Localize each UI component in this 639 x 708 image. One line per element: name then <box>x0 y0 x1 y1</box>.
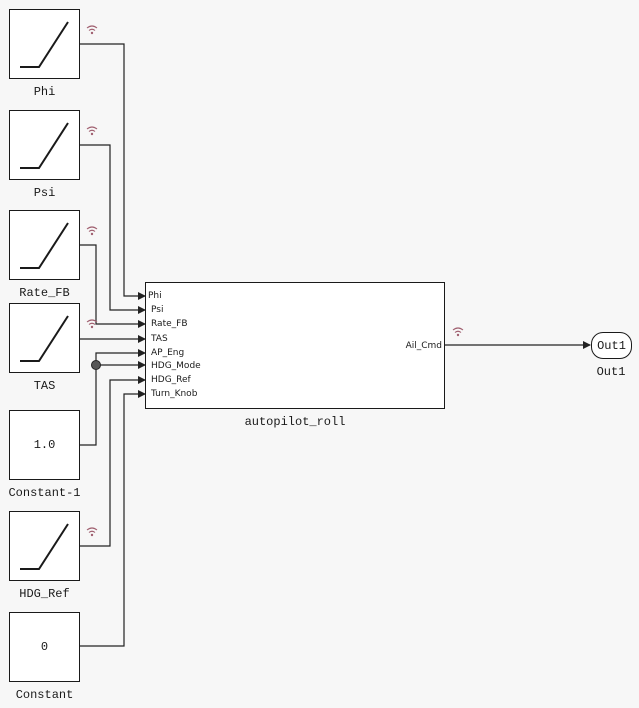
subsystem-input-port: Turn_Knob <box>151 389 198 399</box>
subsystem-input-port: Rate_FB <box>151 319 188 329</box>
wire-phi[interactable] <box>80 43 146 300</box>
wifi-icon[interactable] <box>85 226 99 236</box>
subsystem-input-port: AP_Eng <box>151 348 185 358</box>
subsystem-input-port: Phi <box>148 291 162 301</box>
wifi-icon[interactable] <box>85 527 99 537</box>
constant-value: 0 <box>40 640 49 654</box>
wifi-icon[interactable] <box>85 25 99 35</box>
constant-value: 1.0 <box>33 438 56 452</box>
ramp-icon <box>20 523 69 570</box>
ramp-block-psi[interactable] <box>9 110 80 180</box>
outport-name: Out1 <box>596 365 626 379</box>
block-name-rate-fb: Rate_FB <box>19 286 70 300</box>
block-name-psi: Psi <box>33 186 56 200</box>
block-name-tas: TAS <box>33 379 56 393</box>
wire-constant-1[interactable] <box>80 349 146 446</box>
block-name-constant: Constant <box>15 688 74 702</box>
outport-block[interactable]: Out1 <box>591 332 632 359</box>
wire-constant[interactable] <box>80 390 146 647</box>
ramp-block-hdg-ref[interactable] <box>9 511 80 581</box>
wire-psi[interactable] <box>80 144 146 314</box>
wire-hdg-ref[interactable] <box>80 376 146 547</box>
block-name-constant-1: Constant-1 <box>8 486 81 500</box>
subsystem-input-port: Psi <box>151 305 164 315</box>
ramp-icon <box>20 315 69 362</box>
constant-block-constant-1[interactable]: 1.0 <box>9 410 80 480</box>
subsystem-input-port: HDG_Mode <box>151 361 201 371</box>
subsystem-block[interactable]: Phi Psi Rate_FB TAS AP_Eng HDG_Mode HDG_… <box>145 282 445 409</box>
block-name-hdg-ref: HDG_Ref <box>19 587 70 601</box>
ramp-icon <box>20 21 69 68</box>
block-name-phi: Phi <box>33 85 56 99</box>
signal-log-icon[interactable] <box>451 327 465 337</box>
wifi-icon[interactable] <box>85 126 99 136</box>
wifi-icon[interactable] <box>85 319 99 329</box>
subsystem-output-port: Ail_Cmd <box>405 341 442 351</box>
branch-point <box>91 360 101 370</box>
ramp-icon <box>20 122 69 169</box>
subsystem-input-port: HDG_Ref <box>151 375 191 385</box>
constant-block-constant[interactable]: 0 <box>9 612 80 682</box>
ramp-block-tas[interactable] <box>9 303 80 373</box>
subsystem-name: autopilot_roll <box>244 415 346 429</box>
ramp-block-rate-fb[interactable] <box>9 210 80 280</box>
wire-rate-fb[interactable] <box>80 244 146 328</box>
ramp-icon <box>20 222 69 269</box>
subsystem-input-port: TAS <box>151 334 168 344</box>
ramp-block-phi[interactable] <box>9 9 80 79</box>
